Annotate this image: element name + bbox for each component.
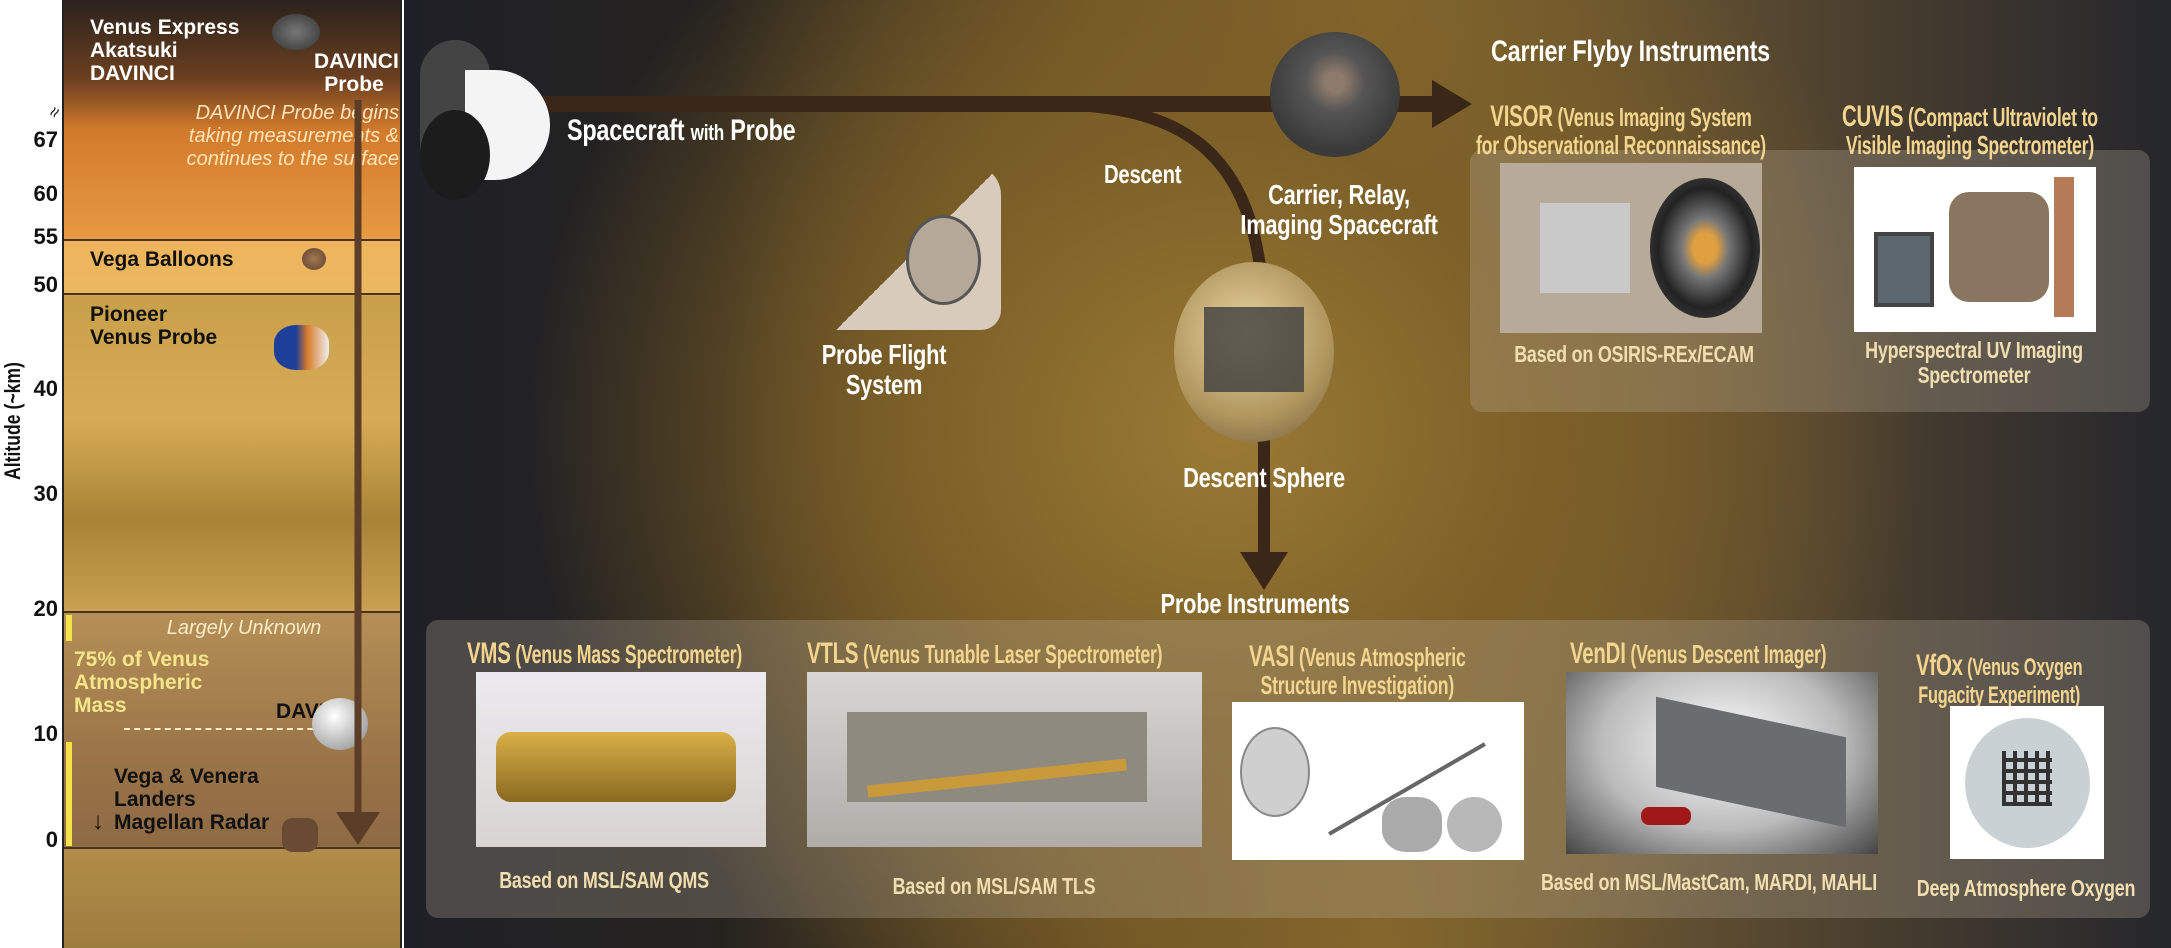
spacecraft-with-probe-image	[410, 30, 560, 200]
balloon-image	[302, 248, 326, 270]
lander-image	[282, 818, 318, 852]
vms-image	[476, 672, 766, 847]
cuvis-image	[1854, 167, 2096, 332]
tick-50: 50	[33, 272, 58, 297]
vendi-image	[1566, 672, 1878, 854]
altitude-axis-label: Altitude (~km)	[0, 362, 25, 480]
unknown-bar-top	[66, 615, 72, 641]
mass-divider	[124, 728, 354, 730]
down-arrow-icon: ↓	[92, 808, 104, 835]
tick-30: 30	[33, 481, 58, 506]
mission-panel: Spacecraft with Probe Descent Carrier, R…	[404, 0, 2171, 948]
band-0	[64, 847, 400, 849]
visor-caption: Based on OSIRIS-REx/ECAM	[1514, 341, 1754, 367]
probe-instruments-title: Probe Instruments	[1160, 588, 1350, 619]
tick-55: 55	[33, 224, 58, 249]
vendi-title: VenDI (Venus Descent Imager)	[1570, 637, 1827, 670]
tick-0: 0	[45, 827, 58, 852]
tick-60: 60	[33, 181, 58, 206]
vms-caption: Based on MSL/SAM QMS	[499, 867, 709, 893]
tick-20: 20	[33, 596, 58, 621]
descent-arrow	[336, 100, 380, 845]
flyby-title: Carrier Flyby Instruments	[1491, 35, 1770, 68]
descent-sphere-image	[1174, 262, 1334, 442]
vtls-caption: Based on MSL/SAM TLS	[892, 873, 1096, 899]
band-50	[64, 293, 400, 295]
band-55	[64, 239, 400, 241]
descent-sphere-label: Descent Sphere	[1183, 462, 1345, 493]
vfox-caption: Deep Atmosphere Oxygen	[1916, 875, 2136, 901]
vendi-caption: Based on MSL/MastCam, MARDI, MAHLI	[1541, 869, 1877, 895]
band-20	[64, 611, 400, 613]
vasi-image	[1232, 702, 1524, 860]
vtls-image	[807, 672, 1202, 847]
tick-67: 67	[33, 127, 58, 152]
visor-image	[1500, 163, 1762, 333]
spacecraft-with-probe-label: Spacecraft with Probe	[567, 114, 796, 147]
largely-unknown-label: Largely Unknown	[166, 617, 322, 639]
probe-flight-system-image	[836, 165, 1001, 330]
carrier-label: Carrier, Relay,Imaging Spacecraft	[1240, 179, 1438, 240]
tick-10: 10	[33, 721, 58, 746]
unknown-bar-bottom	[66, 742, 72, 846]
vtls-title: VTLS (Venus Tunable Laser Spectrometer)	[807, 637, 1163, 670]
vms-title: VMS (Venus Mass Spectrometer)	[467, 637, 743, 670]
pioneer-probe-image	[274, 325, 329, 370]
vega-balloons-label: Vega Balloons	[90, 248, 234, 271]
carrier-spacecraft-image	[1270, 32, 1400, 157]
vfox-image	[1950, 706, 2104, 859]
orbiter-image	[272, 14, 320, 50]
tick-40: 40	[33, 376, 58, 401]
descent-label: Descent	[1104, 159, 1182, 189]
